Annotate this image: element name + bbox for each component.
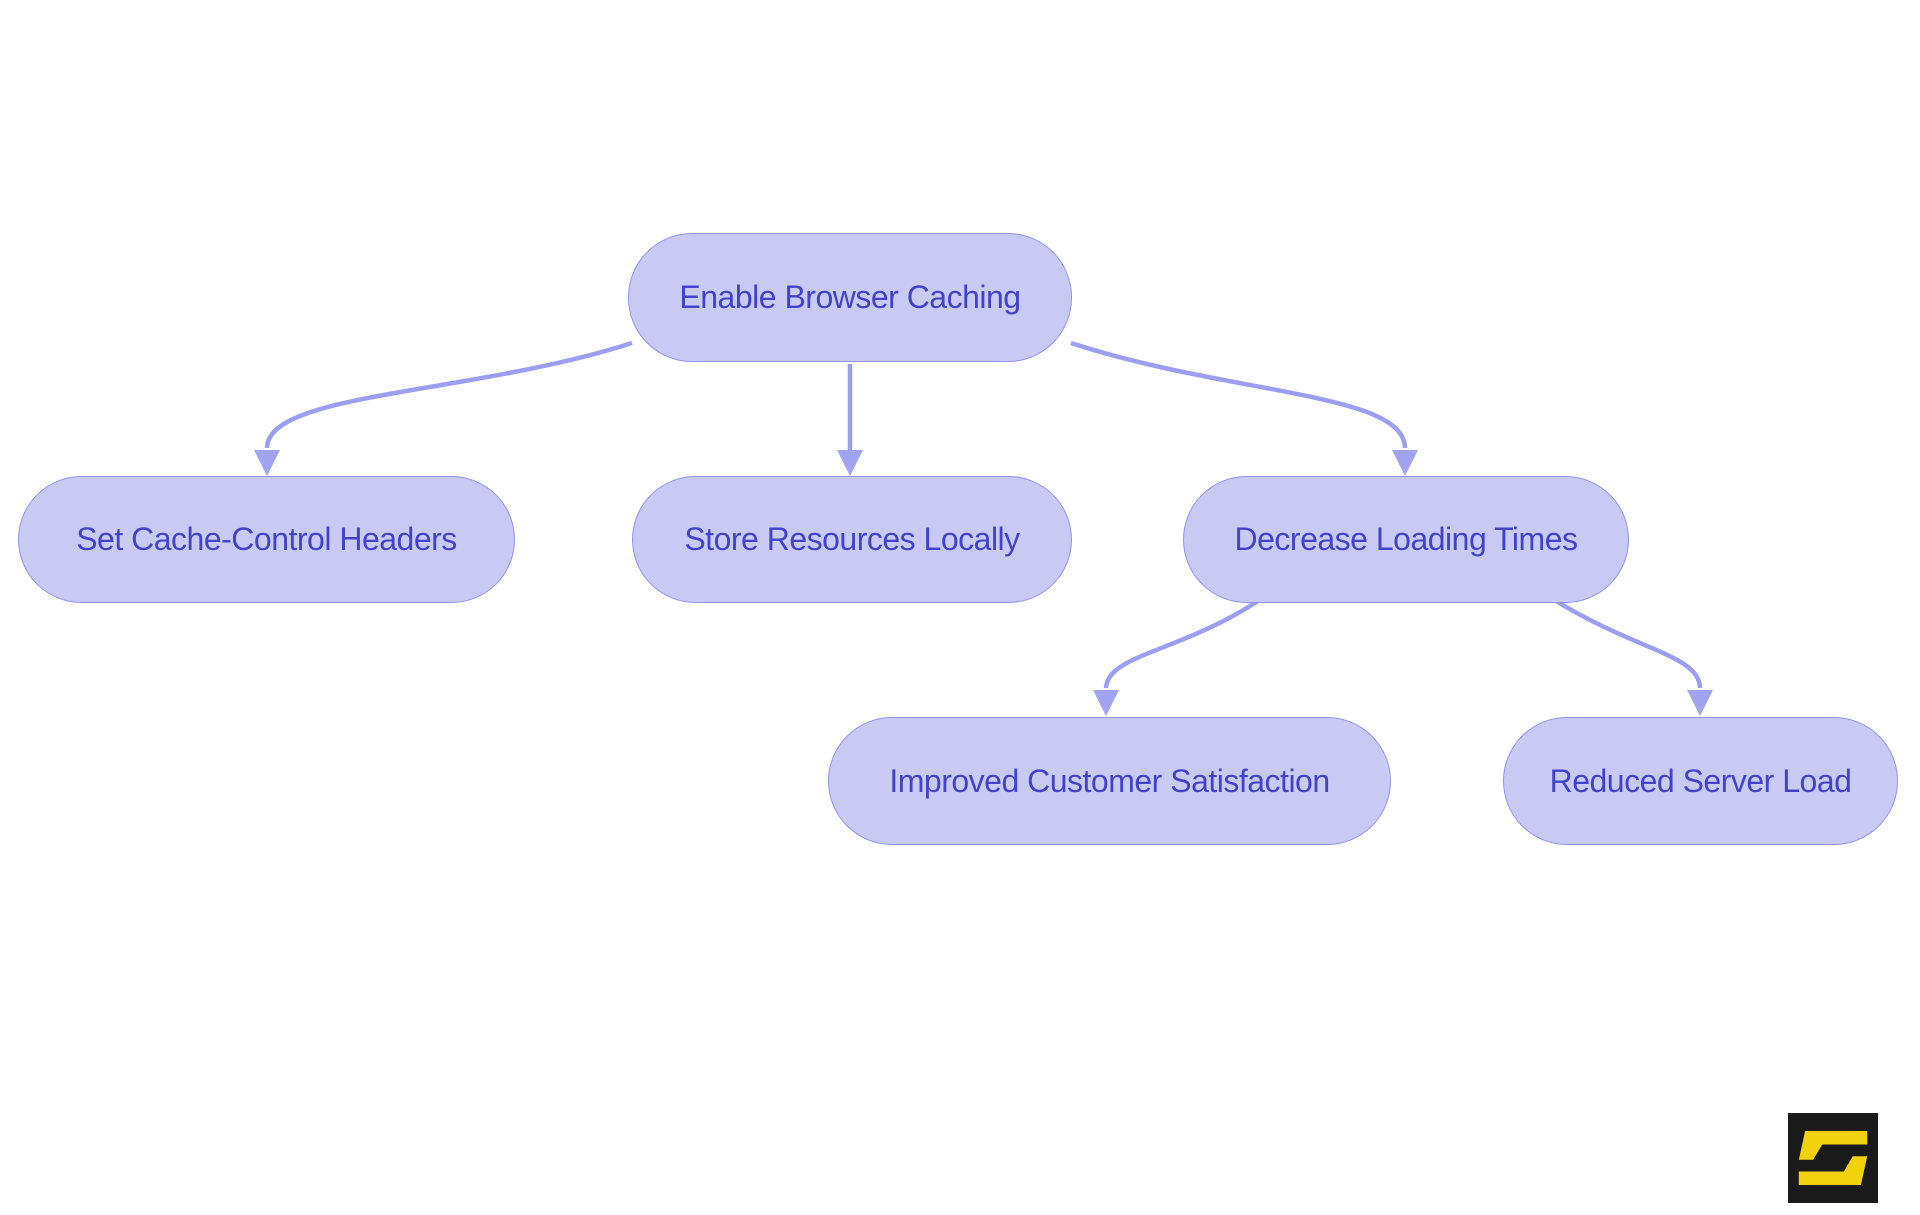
node-store-resources-locally: Store Resources Locally — [632, 476, 1072, 603]
brand-logo — [1788, 1113, 1878, 1203]
node-reduced-server-load: Reduced Server Load — [1503, 717, 1898, 845]
node-label-set-cache-control-headers: Set Cache-Control Headers — [76, 521, 457, 557]
node-decrease-loading-times: Decrease Loading Times — [1183, 476, 1629, 603]
edge-enable-to-decrease-times — [1070, 340, 1408, 449]
node-label-enable-browser-caching: Enable Browser Caching — [679, 279, 1021, 315]
arrowhead-set-headers — [254, 450, 280, 476]
stylized-s-icon — [1788, 1113, 1878, 1203]
logo-s-top-stroke — [1798, 1131, 1868, 1160]
node-label-reduced-server-load: Reduced Server Load — [1549, 762, 1852, 799]
arrowhead-improved — [1093, 690, 1119, 716]
node-set-cache-control-headers: Set Cache-Control Headers — [18, 476, 515, 603]
edge-decrease-to-improved — [1103, 599, 1260, 689]
edge-decrease-to-reduced — [1554, 599, 1703, 689]
node-label-store-resources-locally: Store Resources Locally — [684, 521, 1020, 557]
node-label-decrease-loading-times: Decrease Loading Times — [1234, 521, 1578, 557]
arrowhead-store-locally — [837, 450, 863, 476]
node-enable-browser-caching: Enable Browser Caching — [628, 233, 1072, 362]
node-improved-customer-satisfaction: Improved Customer Satisfaction — [828, 717, 1391, 845]
logo-s-bottom-stroke — [1798, 1156, 1868, 1185]
arrowhead-decrease-times — [1392, 450, 1418, 476]
arrowhead-reduced — [1687, 690, 1713, 716]
edge-enable-to-set-headers — [264, 340, 633, 449]
node-label-improved-customer-satisfaction: Improved Customer Satisfaction — [889, 762, 1330, 799]
